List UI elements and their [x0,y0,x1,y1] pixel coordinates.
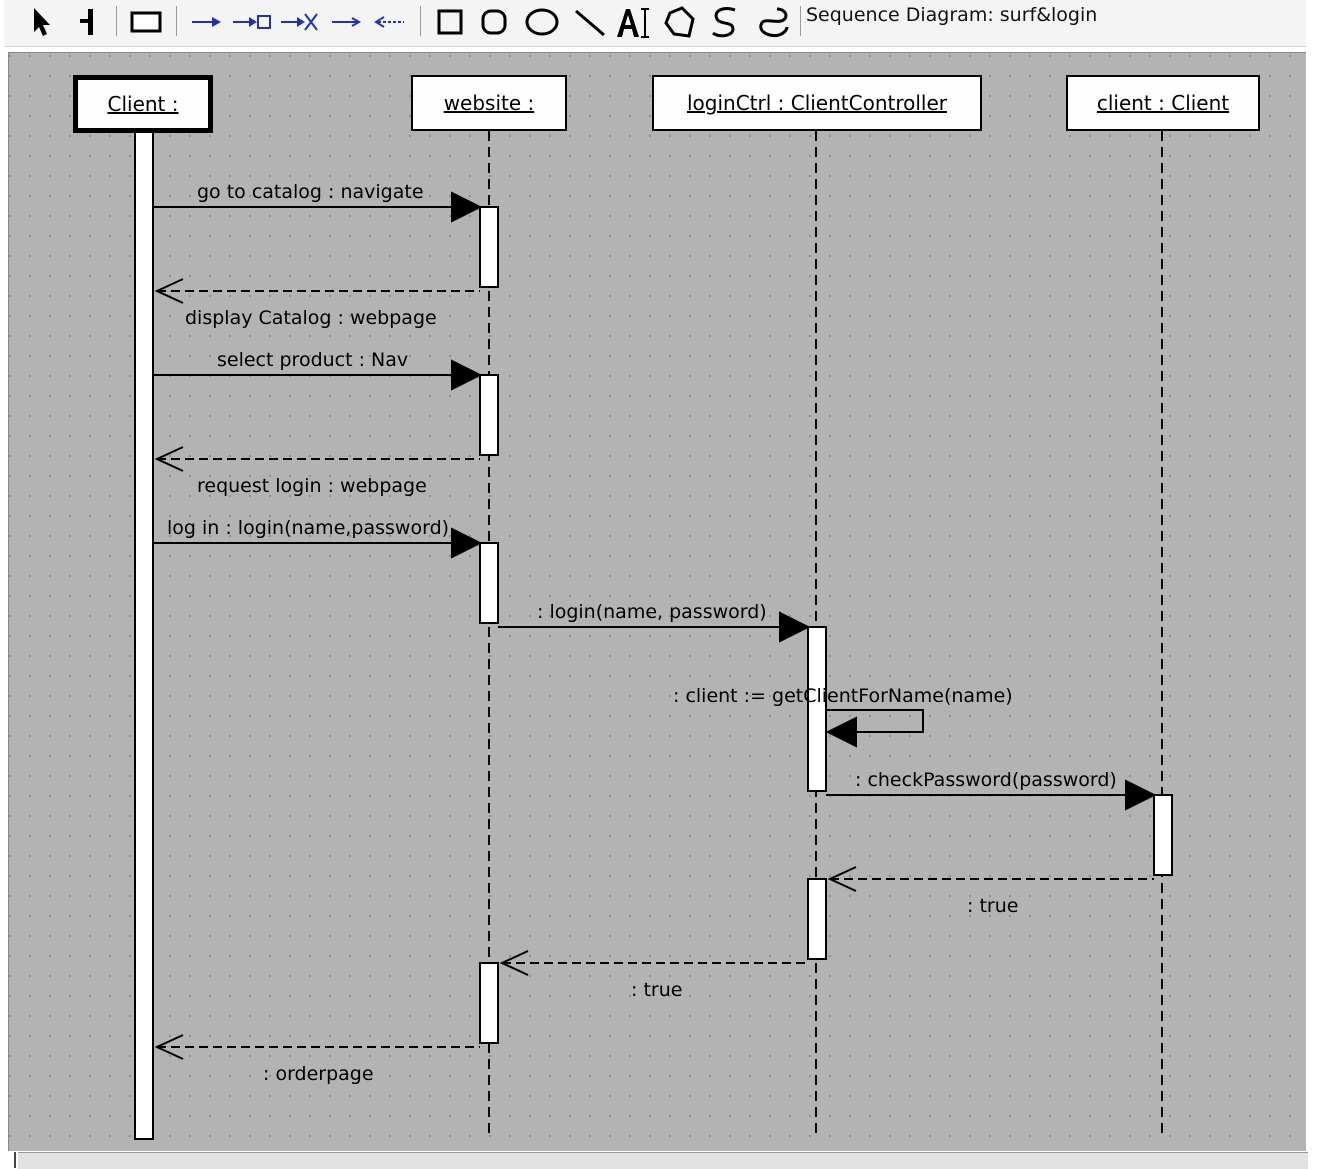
activation-bar-website[interactable] [479,206,499,288]
open-arrowhead [827,866,857,892]
arrowhead [451,359,483,391]
destroy-message-icon[interactable] [278,0,322,44]
diagram-title: Sequence Diagram: surf&login [806,4,1098,26]
object-box-loginctrl[interactable]: loginCtrl : ClientController [652,75,982,131]
rectangle-object-icon[interactable] [124,0,168,44]
message-label[interactable]: select product : Nav [217,349,409,371]
open-arrowhead [154,446,184,472]
message-label[interactable]: go to catalog : navigate [197,181,424,203]
message-label[interactable]: : true [967,895,1019,917]
create-message-icon[interactable] [230,0,274,44]
call-arrows [153,191,1157,811]
message-label[interactable]: : orderpage [263,1063,374,1085]
rounded-rectangle-icon[interactable] [474,0,514,44]
rectangle-shape-icon[interactable] [430,0,470,44]
activation-bar-loginctrl[interactable] [807,626,827,792]
activation-bar-website[interactable] [479,542,499,624]
scroll-marker [14,1152,16,1168]
message-label[interactable]: : login(name, password) [537,601,767,623]
open-arrowhead [154,278,184,304]
message-label[interactable]: request login : webpage [197,475,427,497]
object-label: loginCtrl : ClientController [686,91,948,115]
arrowhead [779,611,811,643]
toolbar-separator [176,6,177,36]
select-arrow-icon[interactable] [24,0,58,44]
return-message-icon[interactable] [370,0,410,44]
text-tool-icon[interactable] [612,0,654,44]
return-arrows [154,278,1154,1060]
object-label: client : Client [1096,91,1230,115]
ink-icon[interactable] [750,0,794,44]
send-message-icon[interactable] [326,0,366,44]
arrowhead [451,191,483,223]
object-box-client-object[interactable]: client : Client [1066,75,1260,131]
object-box-client[interactable]: Client : [73,75,213,133]
message-label[interactable]: : true [631,979,683,1001]
spline-icon[interactable] [704,0,746,44]
lifeline-tool-icon[interactable] [70,0,104,44]
arrowhead [825,716,857,748]
object-box-website[interactable]: website : [411,75,567,131]
activation-bar-website[interactable] [479,962,499,1044]
message-label[interactable]: log in : login(name,password) [167,517,450,539]
toolbar: Sequence Diagram: surf&login [4,0,1306,47]
message-label[interactable]: display Catalog : webpage [185,307,437,329]
activation-bar-website[interactable] [479,374,499,456]
toolbar-separator [800,6,801,36]
open-arrowhead [154,1034,184,1060]
activation-bar-client[interactable] [134,130,154,1140]
object-label: website : [443,91,535,115]
open-arrowhead [499,950,529,976]
diagram-canvas[interactable]: Client : website : loginCtrl : ClientCon… [8,52,1306,1151]
activation-bar-client-object[interactable] [1153,794,1173,876]
call-message-icon[interactable] [186,0,226,44]
arrowhead [451,527,483,559]
toolbar-separator [420,6,421,36]
polygon-icon[interactable] [658,0,702,44]
activation-bar-loginctrl[interactable] [807,878,827,960]
message-label[interactable]: : client := getClientForName(name) [673,685,1013,707]
message-label[interactable]: : checkPassword(password) [855,769,1117,791]
object-label: Client : [107,92,179,116]
arrowhead [1125,779,1157,811]
toolbar-separator [116,6,117,36]
line-icon[interactable] [570,0,610,44]
diagram-drawing [134,130,1173,1140]
horizontal-scrollbar[interactable] [18,1152,1308,1169]
self-message-arrow[interactable] [826,709,924,733]
ellipse-icon[interactable] [518,0,566,44]
